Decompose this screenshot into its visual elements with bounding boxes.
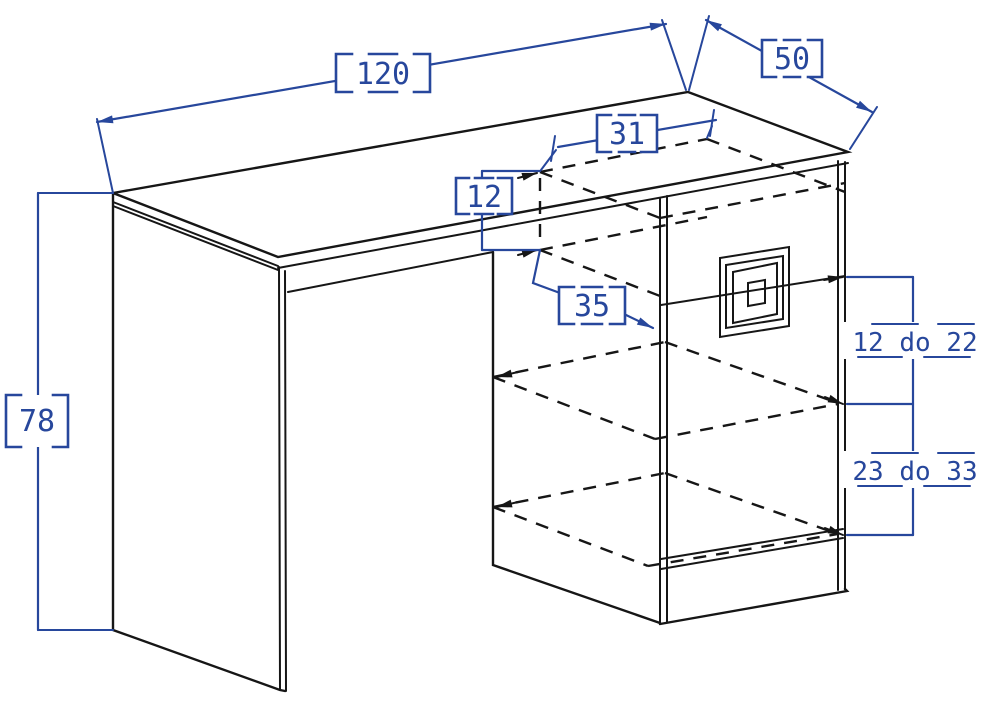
dim-31-ext-right [706,125,713,139]
shelf1-back-edge [492,340,666,379]
dim-12-value: 12 [466,180,502,215]
black-arrow-ticks [496,172,844,536]
shelf1-right-arrow [824,394,844,405]
dimension-labels: 120 50 31 12 35 78 [4,38,990,488]
drawer-hidden-back-top [539,137,708,174]
dimension-lines [36,15,915,632]
dim-12-label: 12 [454,176,514,216]
dim-78-value: 78 [19,404,55,439]
dim-31-ext-left [540,149,557,171]
left-panel-right-edge2 [284,270,287,692]
shelf1-front-edge [654,402,839,441]
cabinet-bottom-edge [658,587,850,626]
dim-120-value: 120 [356,57,410,92]
dim-78-label: 78 [4,393,70,449]
drawer-hidden-back-bottom [539,215,708,252]
handle-ring-inner [747,278,766,308]
shelf-range-lower-label: 23 do 33 [840,451,990,488]
handle-ring-3 [732,261,778,325]
desktop-edge-left-bottom2 [112,205,279,271]
drawer-height-arrow-top [517,172,538,181]
hidden-edges [492,137,846,568]
dim-120-label: 120 [334,52,432,94]
shelf1-left-edge [492,375,656,441]
plinth-line2 [660,537,844,570]
desktop-top-face [108,90,853,259]
shelf2-left-arrow [496,499,519,508]
drawer-handle [719,245,790,339]
dim-31-label: 31 [595,113,659,154]
drawer-hidden-front-top [659,181,846,220]
cabinet-left-face [491,250,662,625]
desk-outline [108,90,853,693]
dim-31-tick-right [709,109,715,137]
dim-50-ext-left [688,15,710,91]
shelf2-front-edge [647,532,839,568]
shelf1-right-edge [664,340,839,405]
drawer-division-line [660,275,846,306]
dim-50-label: 50 [760,38,824,79]
shelf-range-upper-value: 12 do 22 [852,328,977,358]
dim-35-value: 35 [574,289,610,324]
dim-50-ext-right [849,106,878,150]
left-panel-right-edge1 [278,266,281,691]
drawer-hidden-left-top [539,170,661,220]
shelf2-right-arrow [824,525,844,536]
dim-31-value: 31 [609,117,645,152]
dim-120-ext-right [661,19,687,91]
under-desk-rail [287,251,494,293]
shelf1-left-arrow [496,369,519,378]
shelf2-left-edge [492,505,649,568]
shelf2-right-edge [664,471,839,536]
shelf-range-lower-value: 23 do 33 [852,457,977,487]
dim-35-leader-out [622,312,655,330]
division-right-arrow [823,275,844,284]
drawer-hidden-right-top [706,137,846,194]
desktop-edge-front-bottom [277,162,849,269]
dim-50-value: 50 [774,42,810,77]
shelf-range-upper-label: 12 do 22 [840,322,990,359]
dim-35-label: 35 [557,285,627,326]
left-panel-outline [111,191,287,693]
shelf2-back-edge [492,471,666,509]
dim-120-ext-left [96,118,114,194]
handle-ring-outer [719,245,790,339]
handle-ring-2 [725,254,784,330]
dim-35-leader-in [531,248,562,295]
desktop-edge-left-bottom1 [112,201,279,267]
plinth-line1 [660,528,844,560]
